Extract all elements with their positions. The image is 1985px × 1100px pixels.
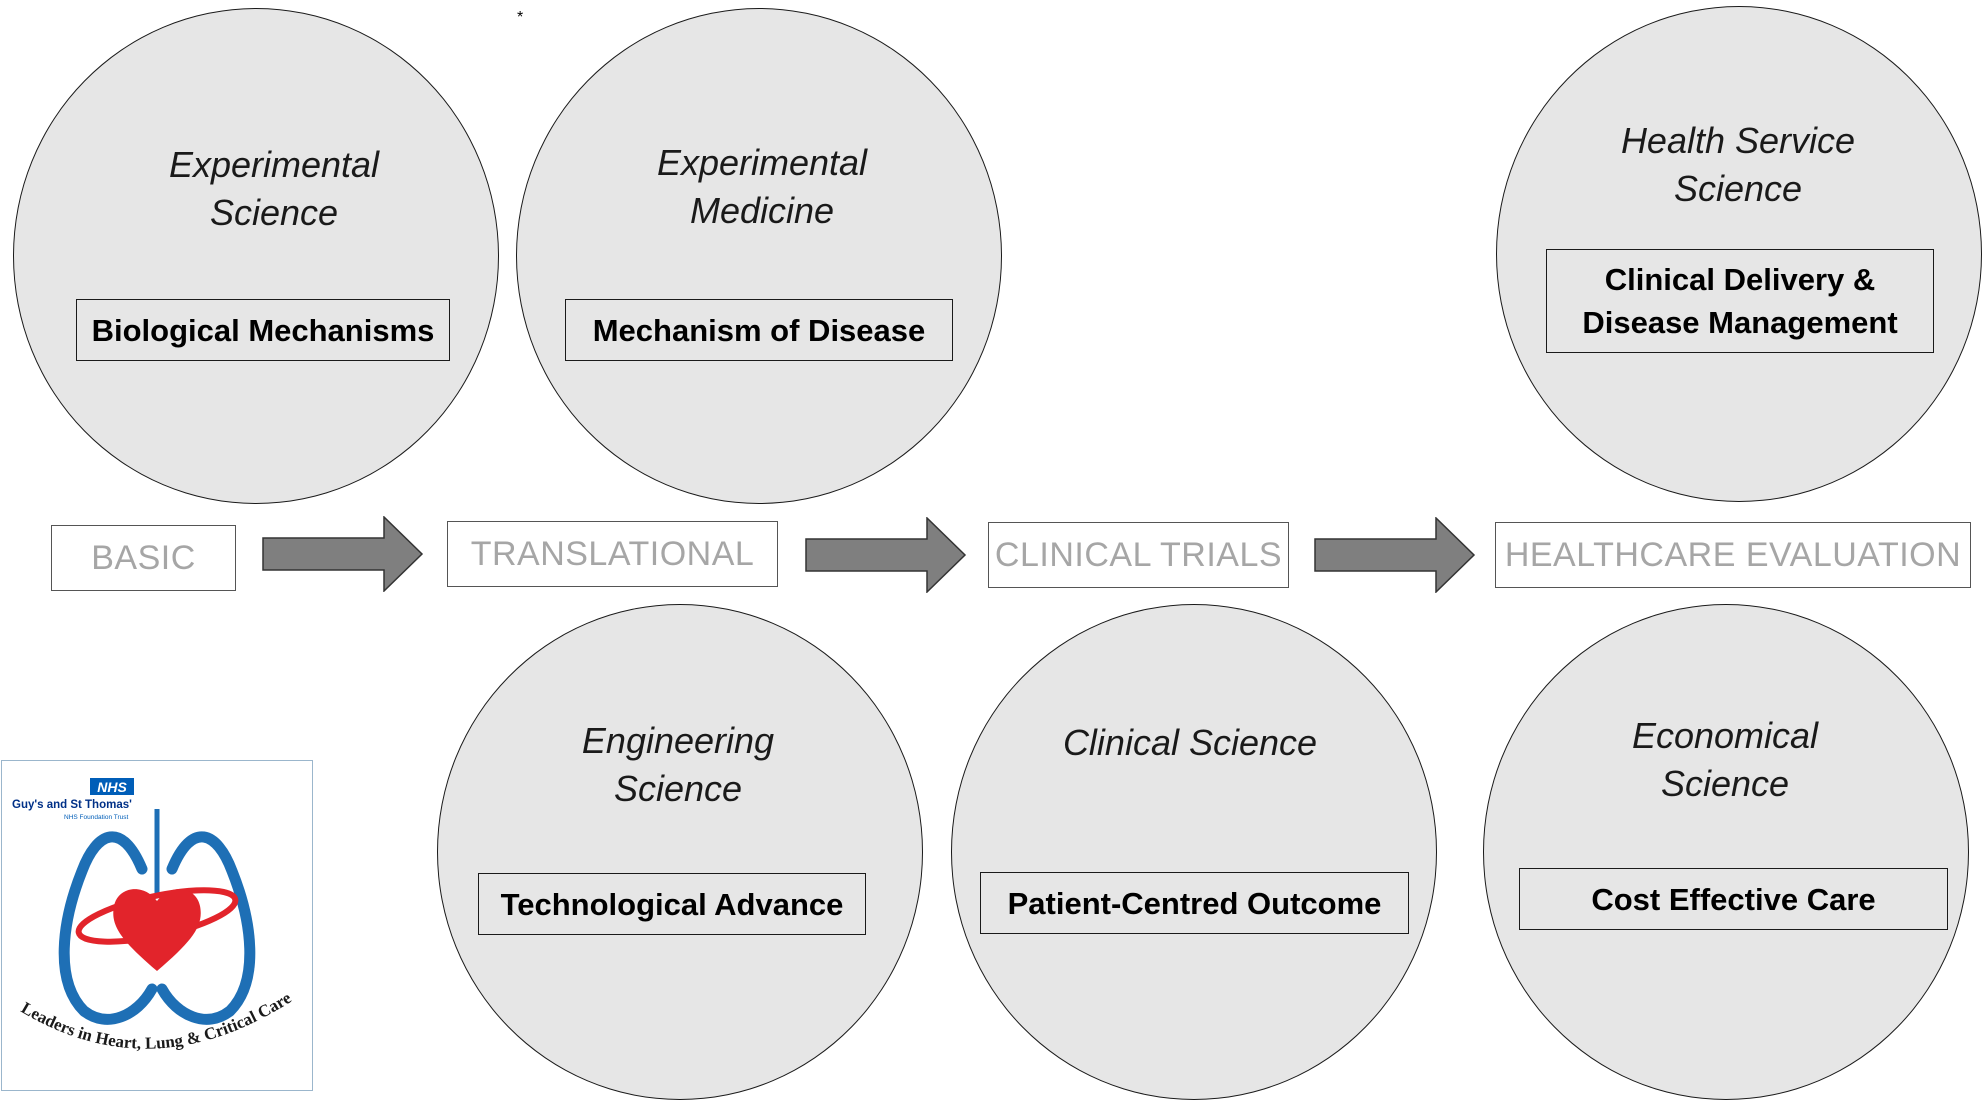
circle-engineering-science: Engineering Science Technological Advanc… — [437, 604, 923, 1100]
stage-basic: BASIC — [51, 525, 236, 591]
circle-box-label: Cost Effective Care — [1519, 868, 1948, 930]
nhs-badge: NHS — [97, 779, 127, 795]
stage-translational: TRANSLATIONAL — [447, 521, 778, 587]
logo-tagline: Leaders in Heart, Lung & Critical Care — [18, 988, 295, 1053]
circle-box-label: Patient-Centred Outcome — [980, 872, 1409, 934]
trust-foundation: NHS Foundation Trust — [64, 814, 129, 821]
circle-clinical-science: Clinical Science Patient-Centred Outcome — [951, 604, 1437, 1100]
circle-title: Health Service Science — [1620, 120, 1856, 209]
circle-economical-science: Economical Science Cost Effective Care — [1483, 604, 1969, 1100]
trust-name: Guy's and St Thomas' — [12, 799, 132, 811]
circle-title: Experimental Science — [168, 144, 380, 233]
circle-experimental-science: Experimental Science Biological Mechanis… — [13, 8, 499, 504]
circle-box-label: Technological Advance — [478, 873, 866, 935]
arrow-right-icon — [262, 516, 424, 592]
lungs-heart-icon: NHS Guy's and St Thomas' NHS Foundation … — [12, 778, 295, 1053]
arrow-right-icon — [1314, 517, 1476, 593]
circle-box-label: Mechanism of Disease — [565, 299, 953, 361]
circle-box-label: Clinical Delivery & Disease Management — [1546, 249, 1934, 353]
circle-title: Engineering Science — [581, 720, 775, 809]
arrow-right-icon — [805, 517, 967, 593]
circle-health-service-science: Health Service Science Clinical Delivery… — [1496, 6, 1982, 502]
stage-clinical-trials: CLINICAL TRIALS — [988, 522, 1289, 588]
circle-box-label: Biological Mechanisms — [76, 299, 450, 361]
stage-healthcare-evaluation: HEALTHCARE EVALUATION — [1495, 522, 1971, 588]
circle-experimental-medicine: Experimental Medicine *Mechanism of Dise… — [516, 8, 1002, 504]
circle-title: Experimental Medicine — [656, 142, 868, 231]
trust-logo: NHS Guy's and St Thomas' NHS Foundation … — [1, 760, 313, 1091]
circle-title: Economical Science — [1631, 715, 1819, 804]
circle-title: Clinical Science — [1062, 722, 1318, 763]
